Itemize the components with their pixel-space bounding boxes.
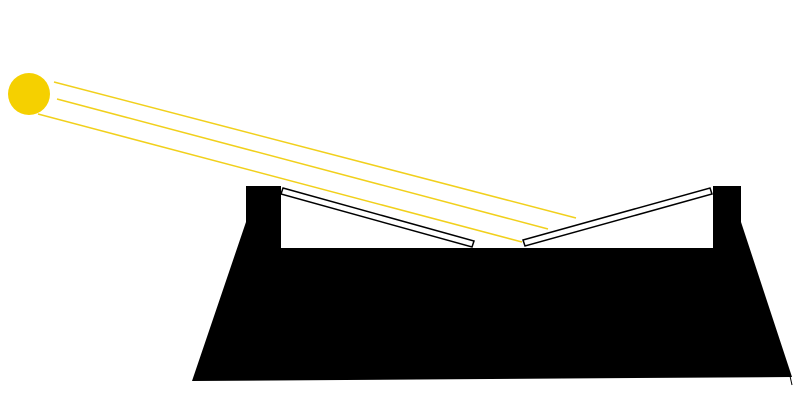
left-solar-panel — [280, 187, 475, 248]
building — [192, 186, 793, 386]
sun-icon — [8, 73, 50, 115]
sun-rays — [37, 81, 577, 243]
sun-ray-middle — [56, 98, 549, 230]
sun-ray-top — [53, 81, 577, 219]
building-silhouette — [192, 186, 792, 381]
building-edge-mark — [789, 375, 793, 386]
sun-ray-bottom — [37, 113, 523, 243]
solar-panels — [280, 187, 713, 248]
right-solar-panel — [522, 187, 713, 247]
